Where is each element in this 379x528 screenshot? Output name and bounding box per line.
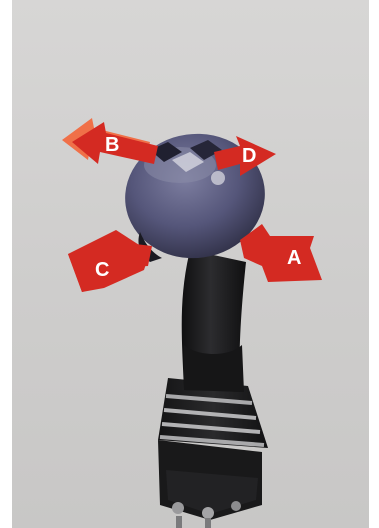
arrow-a-label: A [287,247,301,269]
arrow-a: A [240,224,322,282]
arrow-b-label: B [105,134,119,156]
arrow-d-label: D [242,145,256,167]
joystick-shaft [182,250,246,392]
arrow-c-label: C [95,259,109,281]
joystick-base [158,440,262,528]
arrow-b: B [62,118,158,164]
